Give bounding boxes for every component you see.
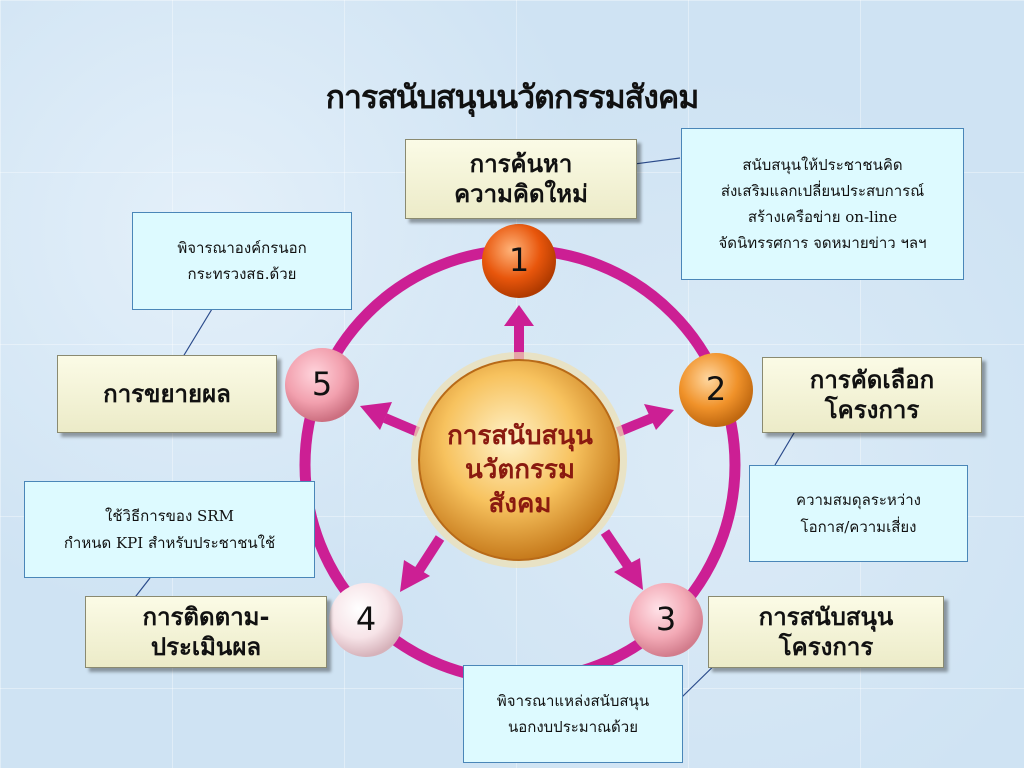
note-box-5: พิจารณาองค์กรนอก กระทรวงสธ.ด้วย	[132, 212, 352, 310]
step-label-line: ประเมินผล	[150, 633, 262, 661]
step-label-line: การคัดเลือก	[809, 366, 935, 394]
step-label-line: การขยายผล	[103, 380, 231, 408]
note-line: สร้างเครือข่าย on-line	[747, 208, 898, 226]
note-line: ความสมดุลระหว่าง	[796, 491, 921, 510]
step-label-line: ความคิดใหม่	[454, 180, 588, 208]
note-line: กระทรวงสธ.ด้วย	[187, 265, 297, 283]
node-circle-2	[679, 353, 753, 427]
arrow-to-node-2	[616, 404, 674, 437]
node-number-2: 2	[705, 370, 727, 408]
center-label-line: การสนับสนุน	[447, 421, 593, 451]
center-label-line: สังคม	[488, 488, 552, 519]
note-line: จัดนิทรรศการ จดหมายข่าว ฯลฯ	[718, 234, 927, 253]
step-label-2: การคัดเลือก โครงการ	[762, 357, 982, 433]
note-line: สนับสนุนให้ประชาชนคิด	[742, 155, 903, 174]
step-label-1: การค้นหา ความคิดใหม่	[405, 139, 637, 219]
center-label-line: นวัตกรรม	[464, 454, 576, 485]
note-line: พิจารณาแหล่งสนับสนุน	[496, 691, 650, 710]
step-label-line: โครงการ	[778, 633, 874, 661]
arrow-to-node-5	[360, 402, 420, 437]
note-box-4: ใช้วิธีการของ SRM กำหนด KPI สำหรับประชาช…	[24, 481, 315, 578]
note-box-3: พิจารณาแหล่งสนับสนุน นอกงบประมาณด้วย	[463, 665, 683, 763]
arrow-to-node-3	[600, 529, 643, 590]
node-number-3: 3	[655, 600, 677, 638]
node-circle-1	[482, 224, 556, 298]
step-label-line: การติดตาม-	[142, 603, 270, 631]
note-line: โอกาส/ความเสี่ยง	[800, 517, 917, 536]
step-label-3: การสนับสนุน โครงการ	[708, 596, 944, 668]
node-circle-4	[329, 583, 403, 657]
page-title: การสนับสนุนนวัตกรรมสังคม	[325, 78, 700, 116]
step-label-line: โครงการ	[824, 396, 920, 424]
note-line: ใช้วิธีการของ SRM	[105, 507, 234, 526]
node-number-4: 4	[355, 600, 377, 638]
connector-note-2	[774, 427, 798, 466]
step-label-line: การค้นหา	[469, 150, 573, 178]
center-circle-inner	[418, 359, 620, 561]
node-number-5: 5	[311, 365, 333, 403]
note-line: ส่งเสริมแลกเปลี่ยนประสบการณ์	[720, 181, 925, 200]
note-line: พิจารณาองค์กรนอก	[177, 238, 307, 257]
node-circle-3	[629, 583, 703, 657]
note-box-1: สนับสนุนให้ประชาชนคิด ส่งเสริมแลกเปลี่ยน…	[681, 128, 964, 280]
note-line: นอกงบประมาณด้วย	[507, 718, 638, 736]
node-circle-5	[285, 348, 359, 422]
arrow-to-node-4	[400, 535, 445, 592]
step-label-line: การสนับสนุน	[758, 603, 894, 631]
node-number-1: 1	[508, 241, 530, 279]
note-line: กำหนด KPI สำหรับประชาชนใช้	[63, 533, 276, 552]
step-label-4: การติดตาม- ประเมินผล	[85, 596, 327, 668]
step-label-5: การขยายผล	[57, 355, 277, 433]
note-box-2: ความสมดุลระหว่าง โอกาส/ความเสี่ยง	[749, 465, 968, 562]
center-label: การสนับสนุน นวัตกรรม สังคม	[425, 420, 615, 521]
